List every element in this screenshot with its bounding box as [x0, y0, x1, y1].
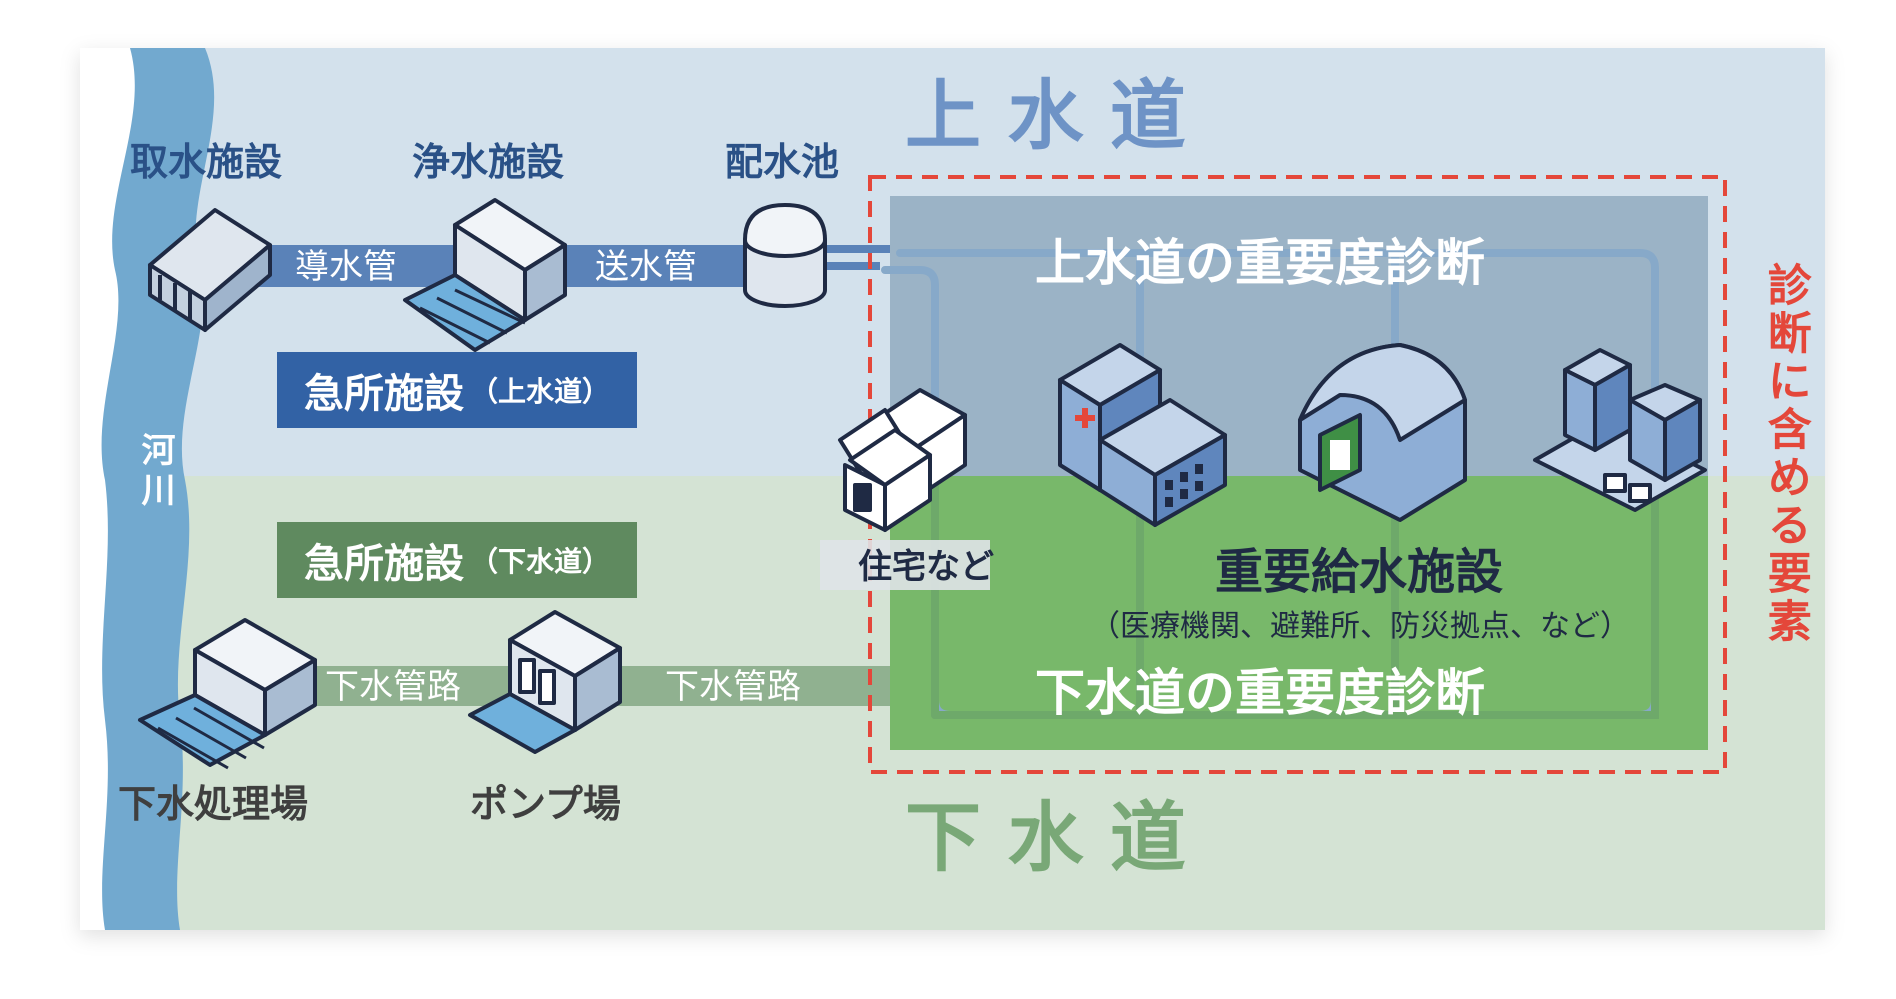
hospital-icon	[1058, 343, 1227, 527]
sewage-plant-icon	[138, 618, 317, 770]
urgent-facility-sewer-box: 急所施設 （下水道）	[277, 522, 637, 598]
purification-facility-label: 浄水施設	[412, 140, 565, 184]
water-diagnosis-title: 上水道の重要度診断	[1035, 234, 1485, 292]
reservoir-icon	[743, 202, 827, 308]
important-facilities-title: 重要給水施設	[1215, 544, 1504, 600]
transmission-label: 送水管	[595, 247, 697, 287]
urgent-facility-water-box: 急所施設 （上水道）	[277, 352, 637, 428]
shelter-icon	[1298, 343, 1467, 522]
diagnosis-elements-label: 診断に含める要素	[1759, 262, 1811, 646]
pump-station-label: ポンプ場	[470, 782, 621, 826]
houses-icon	[838, 388, 967, 532]
urgent-water-sub: （上水道）	[469, 375, 610, 408]
sewer-pipe-label-2: 下水管路	[665, 667, 801, 707]
reservoir-label: 配水池	[725, 140, 840, 184]
sewer-pipe-label-1: 下水管路	[325, 667, 461, 707]
conduit-label: 導水管	[295, 247, 397, 287]
urgent-water-label: 急所施設	[303, 371, 464, 417]
disaster-base-icon	[1533, 348, 1707, 512]
urgent-sewer-sub: （下水道）	[469, 545, 610, 578]
purification-facility-icon	[403, 198, 567, 352]
important-facilities-sub: （医療機関、避難所、防災拠点、など）	[1090, 609, 1630, 644]
water-supply-title: 上 水 道	[905, 71, 1186, 160]
sewer-diagnosis-panel	[890, 476, 1708, 750]
housing-label: 住宅など	[858, 547, 994, 587]
sewerage-title: 下 水 道	[905, 793, 1186, 882]
transmission-pipe	[780, 245, 890, 253]
intake-facility-icon	[148, 208, 272, 332]
sewer-diagnosis-title: 下水道の重要度診断	[1035, 664, 1485, 722]
housing-label-bg	[820, 540, 990, 590]
river-label: 河川	[135, 432, 175, 512]
river-bank	[80, 48, 135, 930]
sewage-plant-label: 下水処理場	[118, 782, 309, 826]
intake-facility-label: 取水施設	[130, 140, 283, 184]
urgent-sewer-label: 急所施設	[303, 541, 464, 587]
pump-station-icon	[468, 610, 622, 754]
